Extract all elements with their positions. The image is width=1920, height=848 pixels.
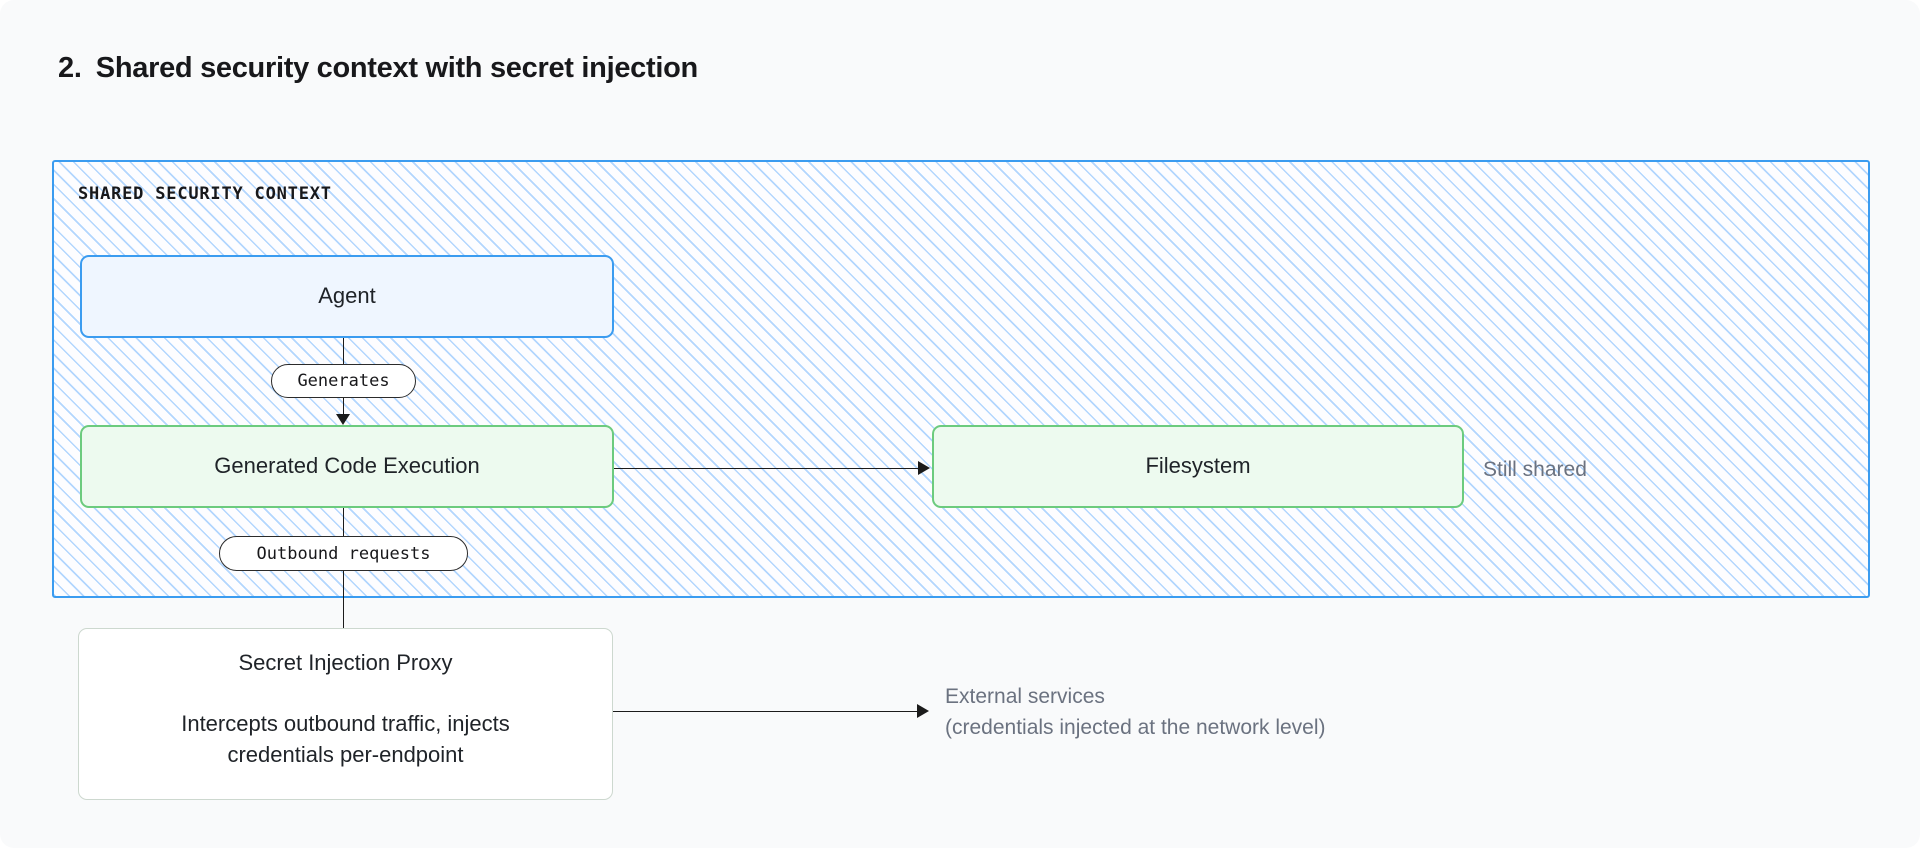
node-filesystem-label: Filesystem xyxy=(1145,453,1251,479)
arrowhead-right-icon xyxy=(918,461,930,475)
edge-label-outbound-requests: Outbound requests xyxy=(219,536,468,571)
edge-proxy-to-external-services xyxy=(613,711,919,712)
edge-code-execution-to-filesystem xyxy=(614,468,920,469)
node-filesystem[interactable]: Filesystem xyxy=(932,425,1464,508)
arrowhead-right-icon xyxy=(917,704,929,718)
heading-number: 2. xyxy=(58,52,82,84)
edge-label-generates: Generates xyxy=(271,364,416,398)
node-secret-injection-proxy-label: Secret Injection Proxy xyxy=(238,650,453,675)
page-title: 2. Shared security context with secret i… xyxy=(58,52,698,85)
heading-title: Shared security context with secret inje… xyxy=(95,52,698,84)
node-generated-code-execution-label: Generated Code Execution xyxy=(214,453,480,479)
annotation-external-services-line2: (credentials injected at the network lev… xyxy=(945,716,1326,740)
shared-security-context-container: SHARED SECURITY CONTEXT xyxy=(52,160,1870,598)
node-secret-injection-proxy-description: Intercepts outbound traffic, injects cre… xyxy=(181,710,510,767)
node-agent[interactable]: Agent xyxy=(80,255,614,338)
node-agent-label: Agent xyxy=(318,283,376,309)
annotation-external-services: External services (credentials injected … xyxy=(945,681,1326,743)
node-secret-injection-proxy[interactable]: Secret Injection Proxy Intercepts outbou… xyxy=(78,628,613,800)
annotation-still-shared: Still shared xyxy=(1483,458,1587,481)
shared-security-context-label: SHARED SECURITY CONTEXT xyxy=(78,184,332,204)
node-generated-code-execution[interactable]: Generated Code Execution xyxy=(80,425,614,508)
arrowhead-down-icon xyxy=(336,414,350,425)
annotation-external-services-line1: External services xyxy=(945,685,1105,708)
